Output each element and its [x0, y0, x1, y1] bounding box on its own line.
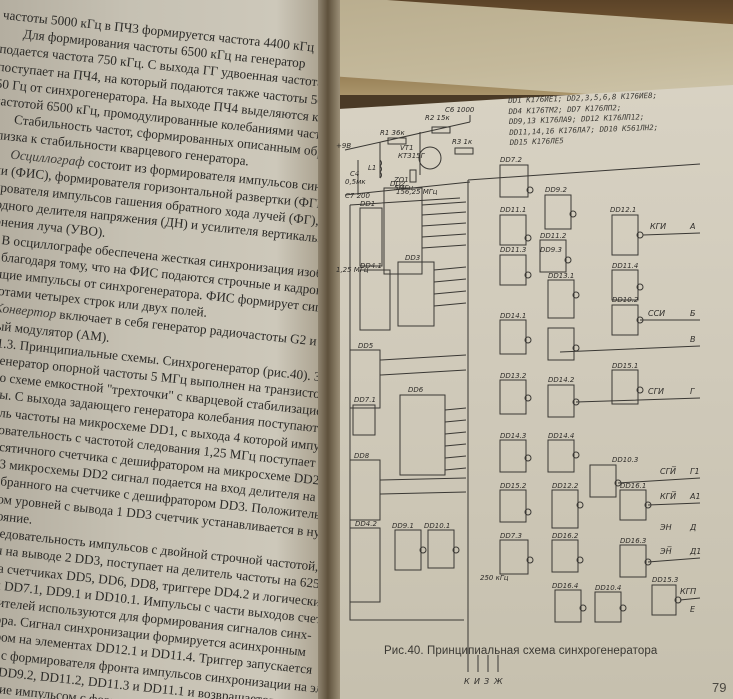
schematic-label: DD14.4 — [548, 432, 574, 440]
schematic-label: КГИ̅ — [660, 491, 677, 501]
schematic-label: DD16.4 — [552, 582, 578, 590]
schematic-label: DD16.3 — [620, 537, 646, 545]
schematic-label: 250 кГц — [480, 574, 509, 582]
schematic-label: DD12.1 — [610, 206, 636, 214]
book-gutter — [318, 0, 340, 699]
schematic-label: DD9.1 — [392, 522, 414, 530]
schematic-label: DD4.2 — [355, 520, 377, 528]
schematic-label: КТ315Г — [398, 152, 426, 160]
schematic-label: DD16.2 — [552, 532, 579, 540]
schematic-label: DD14.1 — [500, 312, 526, 320]
schematic-label: З — [484, 677, 489, 686]
schematic-label: КГИ — [650, 222, 666, 231]
schematic-label: DD15.2 — [500, 482, 527, 490]
schematic-label: DD14.3 — [500, 432, 526, 440]
schematic-label: ZQ1 — [393, 176, 409, 184]
left-page: частоты 5000 кГц в ПЧ3 формируется часто… — [0, 0, 325, 699]
schematic-label: DD13.1 — [548, 272, 574, 280]
schematic-label: DD9.3 — [540, 246, 562, 254]
schematic-label: Д1 — [689, 547, 701, 556]
schematic-label: Б — [690, 309, 696, 318]
figure-caption: Рис.40. Принципиальная схема синхрогенер… — [384, 645, 658, 657]
schematic-label: R2 15к — [425, 114, 450, 122]
schematic-label: DD16.1 — [620, 482, 646, 490]
schematic-label: Г — [690, 387, 695, 396]
schematic-label: DD7.2 — [500, 156, 522, 164]
schematic-label: В — [690, 335, 696, 344]
schematic-label: А — [689, 222, 695, 231]
schematic-label: DD5 — [358, 342, 374, 350]
schematic-label: R1 36к — [380, 129, 405, 137]
schematic-label: DD10.4 — [595, 584, 621, 592]
page-number: 79 — [712, 680, 727, 695]
schematic-label: DD11.4 — [612, 262, 638, 270]
schematic-label: Ж — [493, 677, 503, 686]
schematic-label: DD2 — [390, 180, 406, 188]
schematic-label: DD10.3 — [612, 456, 638, 464]
schematic-label: DD12.2 — [552, 482, 579, 490]
schematic-label: DD10.1 — [424, 522, 450, 530]
schematic-label: ССИ — [648, 309, 665, 318]
schematic-label: Д — [689, 523, 696, 532]
schematic-label: 1,25 МГц — [336, 266, 369, 274]
supply-label: +9В — [336, 142, 351, 150]
schematic-label: Г1 — [690, 467, 700, 476]
schematic-label: КГП — [680, 587, 696, 596]
schematic-label: L1 — [368, 164, 376, 172]
schematic-label: C7 200 — [345, 192, 370, 200]
schematic-label: К — [464, 677, 470, 686]
schematic-label: DD11.3 — [500, 246, 526, 254]
schematic-label: ЭН̅ — [659, 546, 672, 556]
schematic-label: СГИ̅ — [660, 466, 677, 476]
schematic-label: DD15.1 — [612, 362, 638, 370]
schematic-label: DD3 — [405, 254, 420, 262]
schematic-label: R3 1к — [452, 138, 473, 146]
schematic-label: СГИ — [648, 387, 664, 396]
schematic-diagram: +9В R1 36к R2 15к R3 1к C6 1000 VT1 КТ31… — [336, 106, 701, 686]
background-desk — [280, 0, 733, 105]
schematic-label: DD9.2 — [545, 186, 567, 194]
schematic-label: Е — [690, 605, 696, 614]
schematic-label: VT1 — [400, 144, 414, 152]
schematic-label: 156,25 МГц — [396, 188, 438, 196]
schematic-label: 5МГц — [394, 184, 413, 192]
schematic-label: DD11.1 — [500, 206, 526, 214]
schematic-label: DD1 — [360, 200, 375, 208]
schematic-label: DD7.3 — [500, 532, 522, 540]
left-page-text: частоты 5000 кГц в ПЧ3 формируется часто… — [0, 6, 325, 699]
schematic-label: ЭН — [659, 523, 672, 532]
schematic-label: DD14.2 — [548, 376, 575, 384]
schematic-label: DD8 — [354, 452, 370, 460]
schematic-label: DD10.2 — [612, 296, 639, 304]
schematic-label: DD11.2 — [540, 232, 567, 240]
schematic-label: DD6 — [408, 386, 424, 394]
schematic-label: А1 — [689, 492, 701, 501]
schematic-label: 0,5мк — [345, 178, 366, 186]
schematic-label: DD15.3 — [652, 576, 678, 584]
schematic-label: C6 1000 — [445, 106, 475, 114]
schematic-label: C4 — [350, 170, 359, 178]
schematic-label: И — [474, 677, 480, 686]
schematic-label: DD7.1 — [354, 396, 376, 404]
schematic-label: DD4.1 — [360, 262, 382, 270]
schematic-label: DD13.2 — [500, 372, 527, 380]
